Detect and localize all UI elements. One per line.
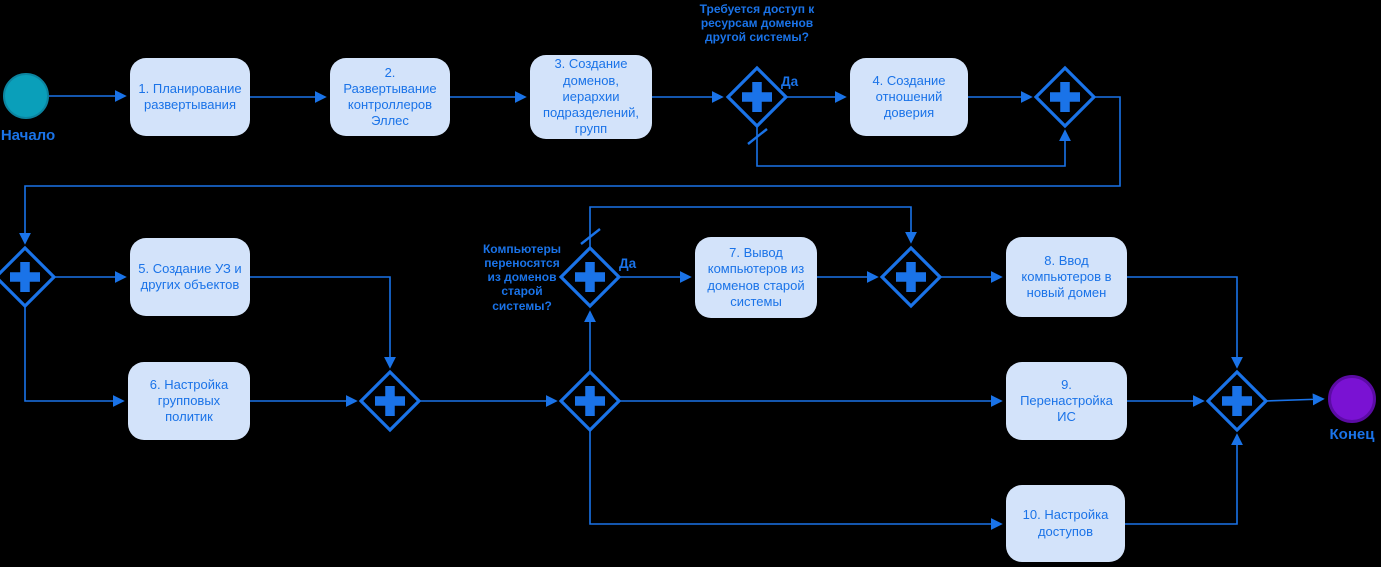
- decision-question-migration: Компьютеры переносятся из доменов старой…: [482, 242, 562, 313]
- task-7-remove-computers[interactable]: 7. Вывод компьютеров из доменов старой с…: [695, 237, 817, 318]
- plus-icon: [10, 262, 40, 292]
- gateway-parallel-split-2[interactable]: [558, 369, 622, 433]
- task-5-create-accounts[interactable]: 5. Создание УЗ и других объектов: [130, 238, 250, 316]
- gateway-trust-split[interactable]: [725, 65, 789, 129]
- task-label: 6. Настройка групповых политик: [149, 376, 229, 425]
- task-label: 2. Развертывание контроллеров Эллес: [343, 64, 437, 129]
- decision-yes-migration: Да: [619, 256, 637, 271]
- task-3-create-domains[interactable]: 3. Создание доменов, иерархии подразделе…: [530, 55, 652, 139]
- task-label: 3. Создание доменов, иерархии подразделе…: [542, 56, 640, 137]
- flow-task8-gateway8: [1127, 276, 1243, 369]
- flow-task5-gateway4: [250, 276, 396, 369]
- task-label: 9. Перенастройка ИС: [1020, 376, 1113, 425]
- task-1-planning[interactable]: 1. Планирование развертывания: [130, 58, 250, 136]
- flow-gateway5-task10: [589, 430, 1003, 530]
- start-event-label: Начало: [0, 127, 56, 144]
- plus-icon: [375, 386, 405, 416]
- flow-gateway3-task6: [24, 306, 125, 407]
- task-4-trust-relations[interactable]: 4. Создание отношений доверия: [850, 58, 968, 136]
- gateway-migration-merge[interactable]: [879, 245, 943, 309]
- end-event[interactable]: [1328, 375, 1376, 423]
- plus-icon: [575, 262, 605, 292]
- flow-task10-gateway8: [1125, 433, 1243, 525]
- decision-question-trust: Требуется доступ к ресурсам доменов друг…: [699, 2, 815, 45]
- gateway-migration-decision[interactable]: [558, 245, 622, 309]
- flow-gateway8-end: [1265, 393, 1325, 406]
- end-event-label: Конец: [1329, 426, 1375, 443]
- gateway-parallel-join-56[interactable]: [358, 369, 422, 433]
- task-label: 10. Настройка доступов: [1022, 507, 1109, 539]
- gateway-parallel-split-56[interactable]: [0, 245, 57, 309]
- plus-icon: [896, 262, 926, 292]
- task-10-configure-access[interactable]: 10. Настройка доступов: [1006, 485, 1125, 562]
- start-event[interactable]: [3, 73, 49, 119]
- task-8-join-computers[interactable]: 8. Ввод компьютеров в новый домен: [1006, 237, 1127, 317]
- task-label: 8. Ввод компьютеров в новый домен: [1021, 252, 1112, 301]
- flow-gateway6-default-gateway7: [589, 206, 917, 248]
- sequence-flows: [19, 90, 1325, 530]
- task-label: 7. Вывод компьютеров из доменов старой с…: [707, 245, 805, 309]
- plus-icon: [742, 82, 772, 112]
- plus-icon: [1050, 82, 1080, 112]
- task-6-group-policies[interactable]: 6. Настройка групповых политик: [128, 362, 250, 440]
- plus-icon: [575, 386, 605, 416]
- flow-gateway2-gateway3: [19, 96, 1121, 245]
- default-flow-marker-gateway6: [580, 228, 601, 245]
- flow-gateway1-bypass-gateway2: [756, 126, 1071, 167]
- gateway-trust-merge[interactable]: [1033, 65, 1097, 129]
- task-9-reconfigure-is[interactable]: 9. Перенастройка ИС: [1006, 362, 1127, 440]
- decision-yes-trust: Да: [781, 74, 799, 89]
- task-label: 4. Создание отношений доверия: [872, 72, 946, 121]
- task-label: 5. Создание УЗ и других объектов: [138, 260, 242, 292]
- plus-icon: [1222, 386, 1252, 416]
- task-2-deploy-controllers[interactable]: 2. Развертывание контроллеров Эллес: [330, 58, 450, 136]
- task-label: 1. Планирование развертывания: [138, 80, 242, 112]
- gateway-final-join[interactable]: [1205, 369, 1269, 433]
- default-flow-marker-gateway1: [747, 128, 768, 145]
